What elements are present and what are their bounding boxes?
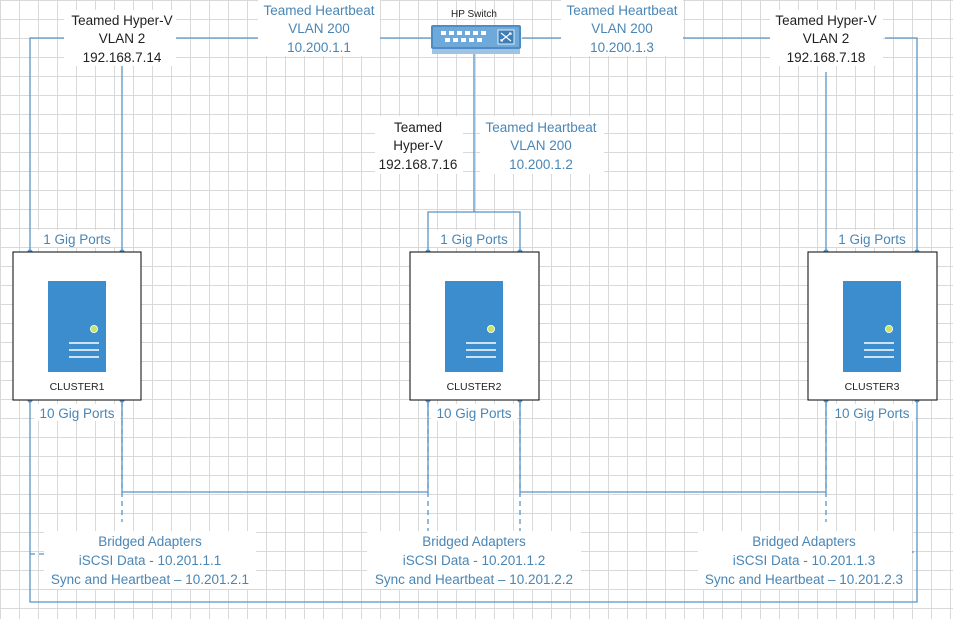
svg-text:Sync and Heartbeat – 10.201.2.: Sync and Heartbeat – 10.201.2.1	[51, 572, 249, 587]
svg-text:10.200.1.1: 10.200.1.1	[287, 40, 351, 55]
svg-text:Sync and Heartbeat – 10.201.2.: Sync and Heartbeat – 10.201.2.2	[375, 572, 573, 587]
svg-text:Sync and Heartbeat – 10.201.2.: Sync and Heartbeat – 10.201.2.3	[705, 572, 903, 587]
svg-text:Teamed Hyper-V: Teamed Hyper-V	[775, 13, 876, 28]
iscsi-link-2-3	[519, 400, 827, 493]
svg-text:192.168.7.18: 192.168.7.18	[787, 50, 866, 65]
svg-text:10 Gig Ports: 10 Gig Ports	[39, 406, 114, 421]
hyperv-right-line	[885, 37, 918, 252]
svg-text:iSCSI Data - 10.201.1.1: iSCSI Data - 10.201.1.1	[79, 553, 222, 568]
svg-text:1 Gig Ports: 1 Gig Ports	[440, 232, 508, 247]
cluster2-name: CLUSTER2	[447, 381, 502, 393]
cluster1-1gig-label: 1 Gig Ports	[38, 230, 116, 247]
middle-heartbeat-label: Teamed Heartbeat VLAN 200 10.200.1.2	[480, 116, 604, 174]
svg-text:192.168.7.16: 192.168.7.16	[379, 157, 458, 172]
cluster3-name: CLUSTER3	[845, 381, 900, 393]
svg-text:10.200.1.2: 10.200.1.2	[509, 157, 573, 172]
cluster2-10gig-label: 10 Gig Ports	[431, 404, 517, 421]
cluster2-gig1-bracket	[427, 211, 521, 252]
cluster1-10gig-label: 10 Gig Ports	[34, 404, 120, 421]
svg-text:1 Gig Ports: 1 Gig Ports	[43, 232, 111, 247]
svg-text:VLAN 2: VLAN 2	[803, 31, 850, 46]
svg-text:Teamed Heartbeat: Teamed Heartbeat	[263, 3, 374, 18]
top-left-hyperv-label: Teamed Hyper-V VLAN 2 192.168.7.14	[64, 10, 176, 66]
svg-text:VLAN 200: VLAN 200	[591, 21, 653, 36]
iscsi-link-1-2	[121, 400, 429, 493]
sync-bus-line	[29, 400, 918, 603]
svg-text:VLAN 200: VLAN 200	[288, 21, 350, 36]
cluster1-name: CLUSTER1	[50, 381, 105, 393]
heartbeat-left-label: Teamed Heartbeat VLAN 200 10.200.1.1	[258, 0, 380, 56]
cluster3-bridged-label: Bridged Adapters iSCSI Data - 10.201.1.3…	[698, 531, 912, 589]
middle-hyperv-label: Teamed Hyper-V 192.168.7.16	[375, 116, 463, 174]
svg-text:Bridged Adapters: Bridged Adapters	[752, 534, 856, 549]
cluster2-server[interactable]	[409, 251, 540, 401]
network-switch-icon[interactable]	[431, 25, 521, 54]
cluster2-1gig-label: 1 Gig Ports	[435, 230, 513, 247]
svg-text:192.168.7.14: 192.168.7.14	[83, 50, 162, 65]
svg-text:Teamed Heartbeat: Teamed Heartbeat	[566, 3, 677, 18]
heartbeat-right-label: Teamed Heartbeat VLAN 200 10.200.1.3	[561, 0, 683, 56]
hyperv-left-line	[29, 37, 65, 252]
cluster3-10gig-label: 10 Gig Ports	[829, 404, 915, 421]
svg-text:10 Gig Ports: 10 Gig Ports	[436, 406, 511, 421]
svg-text:VLAN 2: VLAN 2	[99, 31, 146, 46]
bridge-dash-c2	[427, 402, 445, 533]
svg-text:iSCSI Data - 10.201.1.3: iSCSI Data - 10.201.1.3	[733, 553, 876, 568]
switch-label: HP Switch	[451, 9, 497, 20]
svg-text:iSCSI Data - 10.201.1.2: iSCSI Data - 10.201.1.2	[403, 553, 546, 568]
svg-text:10 Gig Ports: 10 Gig Ports	[834, 406, 909, 421]
svg-text:Teamed Hyper-V: Teamed Hyper-V	[71, 13, 172, 28]
svg-text:Hyper-V: Hyper-V	[393, 138, 443, 153]
cluster3-1gig-label: 1 Gig Ports	[833, 230, 911, 247]
svg-text:Teamed: Teamed	[394, 120, 442, 135]
top-right-hyperv-label: Teamed Hyper-V VLAN 2 192.168.7.18	[770, 10, 883, 66]
svg-text:Bridged Adapters: Bridged Adapters	[422, 534, 526, 549]
svg-text:1 Gig Ports: 1 Gig Ports	[838, 232, 906, 247]
svg-text:Teamed Heartbeat: Teamed Heartbeat	[485, 120, 596, 135]
svg-text:10.200.1.3: 10.200.1.3	[590, 40, 654, 55]
cluster1-bridged-label: Bridged Adapters iSCSI Data - 10.201.1.1…	[44, 531, 256, 589]
cluster2-bridged-label: Bridged Adapters iSCSI Data - 10.201.1.2…	[367, 531, 581, 589]
cluster1-server[interactable]	[12, 251, 142, 401]
cluster3-server[interactable]	[807, 251, 938, 401]
svg-text:Bridged Adapters: Bridged Adapters	[98, 534, 202, 549]
svg-text:VLAN 200: VLAN 200	[510, 138, 572, 153]
